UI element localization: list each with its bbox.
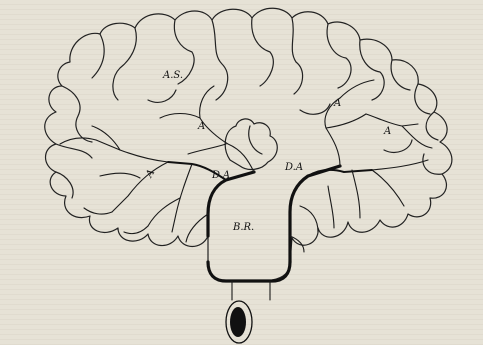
lobule-fissure-1 xyxy=(92,34,104,78)
lobule-fissure-12 xyxy=(423,154,442,174)
lobule-fissure-18 xyxy=(384,140,412,152)
label-da-right: D.A xyxy=(284,162,303,173)
lobule-fissure-7 xyxy=(327,24,351,88)
stalk xyxy=(232,281,270,300)
lobule-fissure-11 xyxy=(426,112,438,140)
lobule-fissure-9 xyxy=(391,60,410,90)
label-a-far-right: A xyxy=(383,126,391,137)
branch-a-center xyxy=(200,118,254,172)
lobule-fissure-2 xyxy=(113,28,136,100)
lobule-fissure-17 xyxy=(300,104,330,114)
lobule-fissure-10 xyxy=(415,84,430,114)
lobule-fissure-13 xyxy=(62,86,92,142)
lobule-fissure-16 xyxy=(148,90,176,102)
central-lobule-fissure xyxy=(249,126,262,154)
lobule-fissure-8 xyxy=(360,40,384,100)
lobule-fissure-4 xyxy=(212,20,228,100)
label-br: B.R. xyxy=(232,222,254,233)
label-a-right: A xyxy=(333,98,341,109)
label-as: A.S. xyxy=(162,70,183,81)
stalk-vessel-lumen xyxy=(230,307,246,337)
label-da-left: D.A xyxy=(211,170,230,181)
label-a-center: A xyxy=(197,121,205,132)
lobule-fissure-14 xyxy=(56,144,92,158)
lobule-fissure-5 xyxy=(252,18,274,86)
lobule-fissure-6 xyxy=(292,18,303,94)
